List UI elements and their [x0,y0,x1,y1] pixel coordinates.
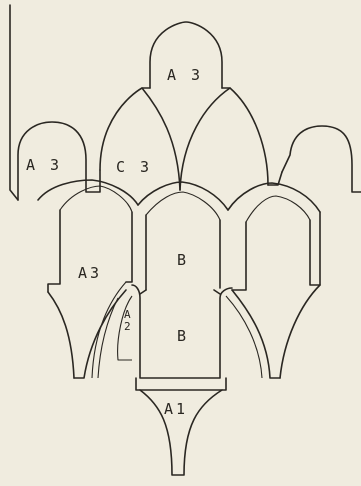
lower-left-inner-curve [73,289,127,379]
right-middle-arch [227,182,321,213]
b-upper-cell [145,214,221,291]
label-mid-a3: A3 [78,264,102,282]
label-left-a3: A 3 [26,156,62,174]
b-lower-top [139,289,221,295]
mid-a3-cell [47,209,61,293]
lower-left-curve [47,291,75,379]
b-lower-cell [131,284,233,379]
right-mid-cell [231,211,321,291]
label-a2-letter: A [124,308,131,321]
left-a3-cell [17,121,101,201]
far-right-arch [281,125,361,193]
a2-strip-edge [97,297,119,379]
top-a3-cell [149,21,223,89]
left-edge-line [9,4,19,201]
a2-strip-outer [91,281,127,379]
right-upper-arch-end [267,171,283,186]
left-middle-arch [37,179,139,206]
label-upper-b: B [177,251,189,269]
lower-right-strip [225,295,263,379]
mid-a3-right-side [125,211,133,283]
right-middle-arch-inner [245,195,311,223]
a1-pendant [139,389,223,476]
label-a1: A1 [164,400,188,418]
left-middle-arch-inner [59,185,133,213]
c3-arch [99,87,181,191]
label-a2-number: 2 [124,320,131,333]
lower-right-inner-curve [231,289,281,379]
label-c3: C 3 [116,158,152,176]
right-upper-arch [179,87,269,191]
label-lower-b: B [177,327,189,345]
lower-right-outer-curve [279,284,321,379]
a1-pendant-band [135,377,227,391]
center-middle-arch-inner [145,191,221,221]
label-top-a3: A 3 [167,66,203,84]
a2-strip-inner [117,295,133,361]
center-middle-arch [137,181,229,211]
